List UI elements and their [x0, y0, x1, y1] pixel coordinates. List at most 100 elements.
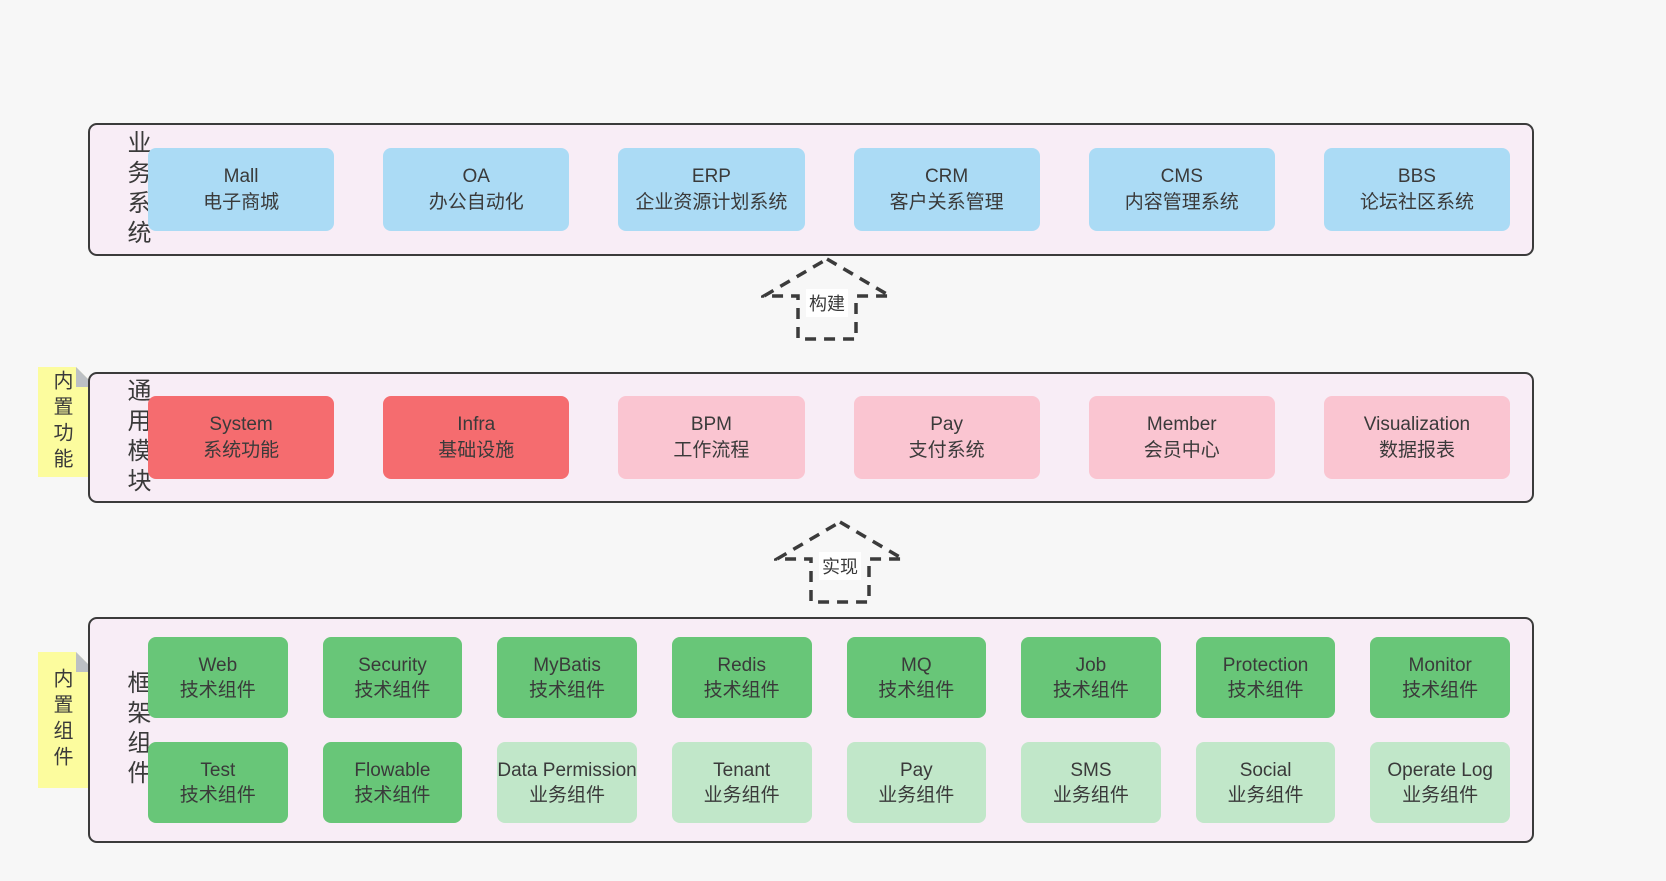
box-security: Security 技术组件 — [322, 637, 463, 718]
box-subtitle: 数据报表 — [1378, 439, 1455, 461]
sticky-note-built-in-features: 内置功能 — [38, 367, 96, 477]
box-sms: SMS 业务组件 — [1021, 742, 1161, 823]
box-flowable: Flowable 技术组件 — [322, 742, 463, 823]
box-subtitle: 技术组件 — [354, 679, 431, 701]
modules-box-row: System 系统功能 Infra 基础设施 BPM 工作流程 Pay 支付系统 Member 会… — [148, 396, 1532, 479]
box-title: ERP — [691, 165, 731, 187]
box-redis: Redis 技术组件 — [671, 637, 812, 718]
box-mq: MQ 技术组件 — [846, 637, 987, 718]
build-arrow-label: 构建 — [806, 289, 848, 317]
box-subtitle: 电子商城 — [203, 191, 280, 213]
box-subtitle: 技术组件 — [878, 679, 955, 701]
box-bbs: BBS 论坛社区系统 — [1323, 148, 1511, 231]
box-pay: Pay 业务组件 — [846, 742, 987, 823]
box-member: Member 会员中心 — [1088, 396, 1275, 479]
box-subtitle: 技术组件 — [354, 784, 431, 806]
box-system: System 系统功能 — [148, 396, 335, 479]
box-job: Job 技术组件 — [1021, 637, 1161, 718]
box-oa: OA 办公自动化 — [383, 148, 570, 231]
box-web: Web 技术组件 — [148, 637, 288, 718]
box-crm: CRM 客户关系管理 — [853, 148, 1040, 231]
box-title: Job — [1075, 654, 1107, 676]
box-subtitle: 支付系统 — [908, 439, 985, 461]
box-subtitle: 内容管理系统 — [1124, 191, 1239, 213]
box-subtitle: 技术组件 — [1052, 679, 1129, 701]
box-bpm: BPM 工作流程 — [618, 396, 805, 479]
section-framework-components-label: 框架组件 — [123, 670, 150, 790]
dashed-up-arrow-icon — [761, 256, 893, 341]
box-subtitle: 业务组件 — [1227, 784, 1304, 806]
section-common-modules-label: 通用模块 — [123, 377, 150, 498]
box-title: CRM — [924, 165, 969, 187]
box-title: Pay — [899, 759, 933, 781]
box-title: Web — [198, 654, 238, 676]
box-title: OA — [462, 165, 490, 187]
box-test: Test 技术组件 — [148, 742, 288, 823]
box-title: Protection — [1222, 654, 1309, 676]
dashed-up-arrow-icon — [774, 519, 906, 604]
box-subtitle: 技术组件 — [1402, 679, 1479, 701]
box-title: Redis — [717, 654, 766, 676]
box-subtitle: 论坛社区系统 — [1359, 191, 1474, 213]
box-title: Operate Log — [1387, 759, 1493, 781]
box-title: Flowable — [354, 759, 431, 781]
box-subtitle: 客户关系管理 — [889, 191, 1004, 213]
box-title: BBS — [1397, 165, 1436, 187]
box-title: Monitor — [1408, 654, 1472, 676]
box-subtitle: 技术组件 — [1227, 679, 1304, 701]
box-tenant: Tenant 业务组件 — [671, 742, 812, 823]
box-title: BPM — [690, 413, 733, 435]
box-subtitle: 业务组件 — [878, 784, 955, 806]
box-title: Social — [1239, 759, 1292, 781]
box-title: Mall — [223, 165, 259, 187]
box-subtitle: 业务组件 — [1052, 784, 1129, 806]
box-subtitle: 技术组件 — [529, 679, 606, 701]
box-subtitle: 系统功能 — [203, 439, 280, 461]
business-box-row: Mall 电子商城 OA 办公自动化 ERP 企业资源计划系统 CRM 客户关系管理 CMS 内容… — [148, 148, 1532, 231]
box-subtitle: 业务组件 — [529, 784, 606, 806]
box-infra: Infra 基础设施 — [383, 396, 570, 479]
box-protection: Protection 技术组件 — [1195, 637, 1336, 718]
box-title: Tenant — [713, 759, 771, 781]
box-subtitle: 基础设施 — [438, 439, 515, 461]
box-subtitle: 企业资源计划系统 — [635, 191, 788, 213]
box-title: SMS — [1070, 759, 1112, 781]
box-subtitle: 业务组件 — [703, 784, 780, 806]
box-subtitle: 技术组件 — [703, 679, 780, 701]
box-social: Social 业务组件 — [1195, 742, 1336, 823]
box-erp: ERP 企业资源计划系统 — [618, 148, 805, 231]
box-subtitle: 技术组件 — [179, 784, 256, 806]
box-data-permission: Data Permission 业务组件 — [497, 742, 637, 823]
box-mybatis: MyBatis 技术组件 — [497, 637, 637, 718]
implement-arrow-label: 实现 — [819, 552, 861, 580]
box-title: MQ — [901, 654, 932, 676]
box-visualization: Visualization 数据报表 — [1323, 396, 1511, 479]
box-cms: CMS 内容管理系统 — [1088, 148, 1275, 231]
box-title: Infra — [457, 413, 496, 435]
section-common-modules: 通用模块 System 系统功能 Infra 基础设施 BPM 工作流程 Pay 支付系统 Me… — [88, 372, 1534, 503]
box-title: Member — [1146, 413, 1217, 435]
implement-arrow: 实现 — [774, 519, 906, 605]
box-subtitle: 会员中心 — [1143, 439, 1220, 461]
box-subtitle: 技术组件 — [179, 679, 256, 701]
note-text: 内置组件 — [50, 668, 72, 772]
box-title: Data Permission — [497, 759, 637, 781]
box-title: Pay — [930, 413, 963, 435]
box-title: Security — [358, 654, 427, 676]
build-arrow: 构建 — [761, 256, 893, 342]
box-title: Visualization — [1363, 413, 1471, 435]
box-title: CMS — [1160, 165, 1203, 187]
box-subtitle: 工作流程 — [673, 439, 750, 461]
box-title: Test — [200, 759, 236, 781]
box-subtitle: 办公自动化 — [428, 191, 524, 213]
box-title: System — [209, 413, 273, 435]
note-text: 内置功能 — [50, 370, 72, 474]
box-monitor: Monitor 技术组件 — [1370, 637, 1510, 718]
box-title: MyBatis — [533, 654, 601, 676]
